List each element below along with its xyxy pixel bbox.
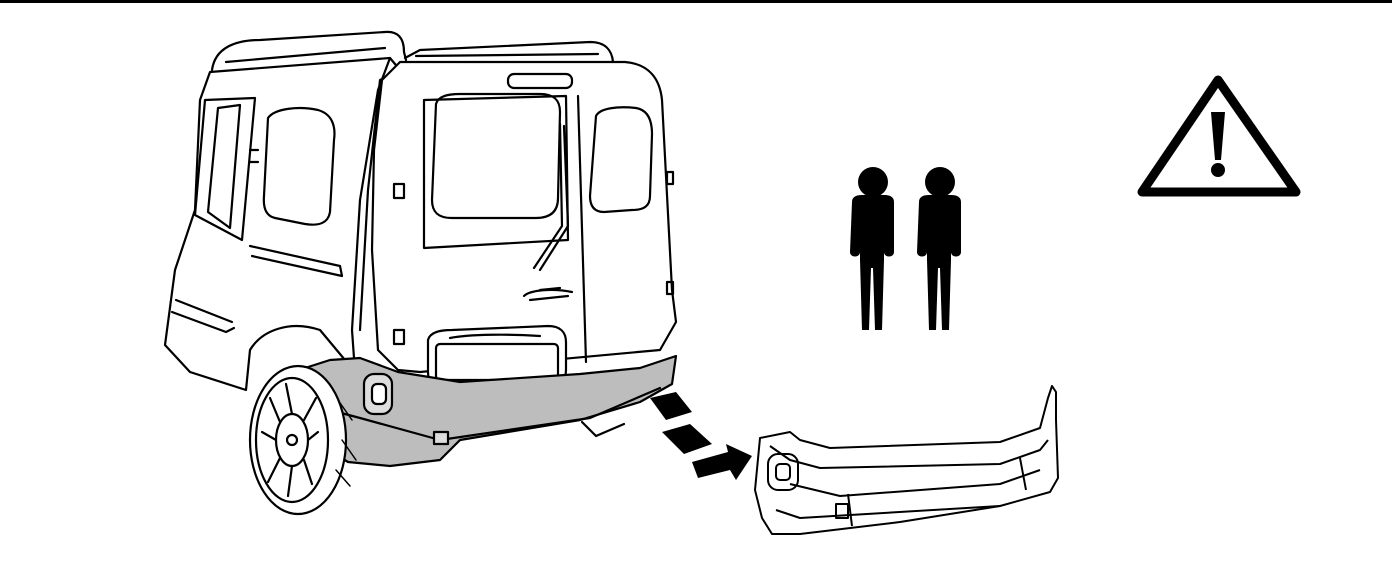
rear-bumper-icon [755,386,1058,534]
van-side-body [165,58,390,390]
van-rear-illustration-icon [165,32,676,514]
removal-arrow-icon [650,392,752,480]
person-left [850,167,894,330]
rear-window-left [432,94,560,218]
roof-rail-right [405,42,613,62]
rear-window-right [590,107,652,212]
warning-triangle-icon [1142,80,1296,192]
person-right [917,167,961,330]
two-persons-icon [850,167,961,330]
side-window-rear [264,108,335,225]
